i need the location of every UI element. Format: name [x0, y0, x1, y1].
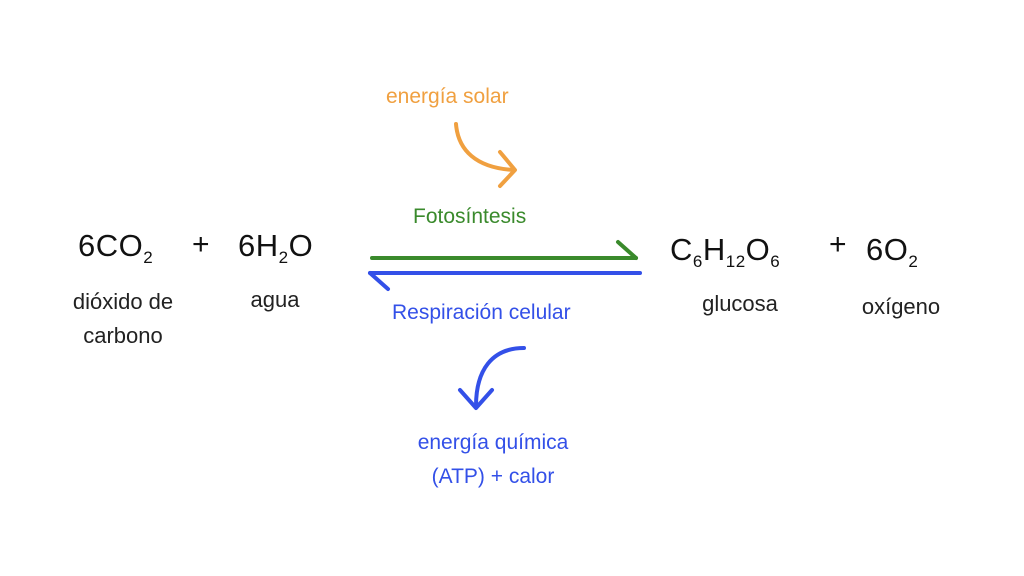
photosynthesis-arrow: [370, 240, 638, 260]
solar-energy-label: energía solar: [386, 85, 509, 108]
photosynthesis-label: Fotosíntesis: [413, 205, 527, 228]
h2o-formula: 6H2O: [238, 228, 314, 267]
glucose-name: glucosa: [702, 291, 778, 316]
co2-name: dióxido de carbono: [72, 289, 174, 348]
chemical-energy-label: energía química (ATP) + calor: [417, 431, 569, 488]
glucose-formula: C6H12O6: [670, 232, 781, 271]
solar-energy-arrow: [454, 122, 517, 188]
o2-name: oxígeno: [861, 294, 941, 319]
co2-formula: 6CO2: [78, 228, 154, 267]
respiration-label: Respiración celular: [392, 301, 571, 324]
plus-sign: +: [192, 228, 210, 261]
h2o-name: agua: [250, 287, 300, 312]
plus-sign: +: [829, 228, 847, 261]
o2-formula: 6O2: [866, 232, 919, 271]
respiration-arrow: [368, 271, 642, 291]
chemical-energy-arrow: [458, 346, 526, 410]
